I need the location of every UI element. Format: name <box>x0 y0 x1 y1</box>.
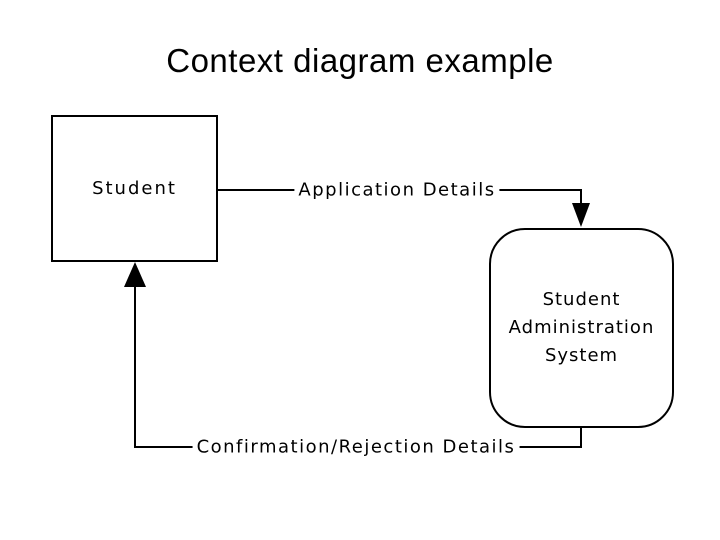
process-box-student-administration-system: Student Administration System <box>489 228 674 428</box>
flow-application-details-vline <box>580 189 582 207</box>
down-arrowhead-icon <box>572 203 590 227</box>
entity-box-student: Student <box>51 115 218 262</box>
process-label-line-3: System <box>544 345 619 366</box>
slide-title: Context diagram example <box>166 42 554 79</box>
up-arrowhead-icon <box>124 262 146 287</box>
process-label: Student Administration System <box>509 286 655 370</box>
flow-label-application-details: Application Details <box>294 179 500 201</box>
flow-confirmation-rejection-vline-left <box>134 286 136 448</box>
entity-label-student: Student <box>92 178 177 199</box>
process-label-line-1: Student <box>542 289 621 310</box>
process-label-line-2: Administration <box>508 317 655 338</box>
flow-label-confirmation-rejection-details: Confirmation/Rejection Details <box>192 436 520 458</box>
flow-confirmation-rejection-vline-right <box>580 427 582 448</box>
